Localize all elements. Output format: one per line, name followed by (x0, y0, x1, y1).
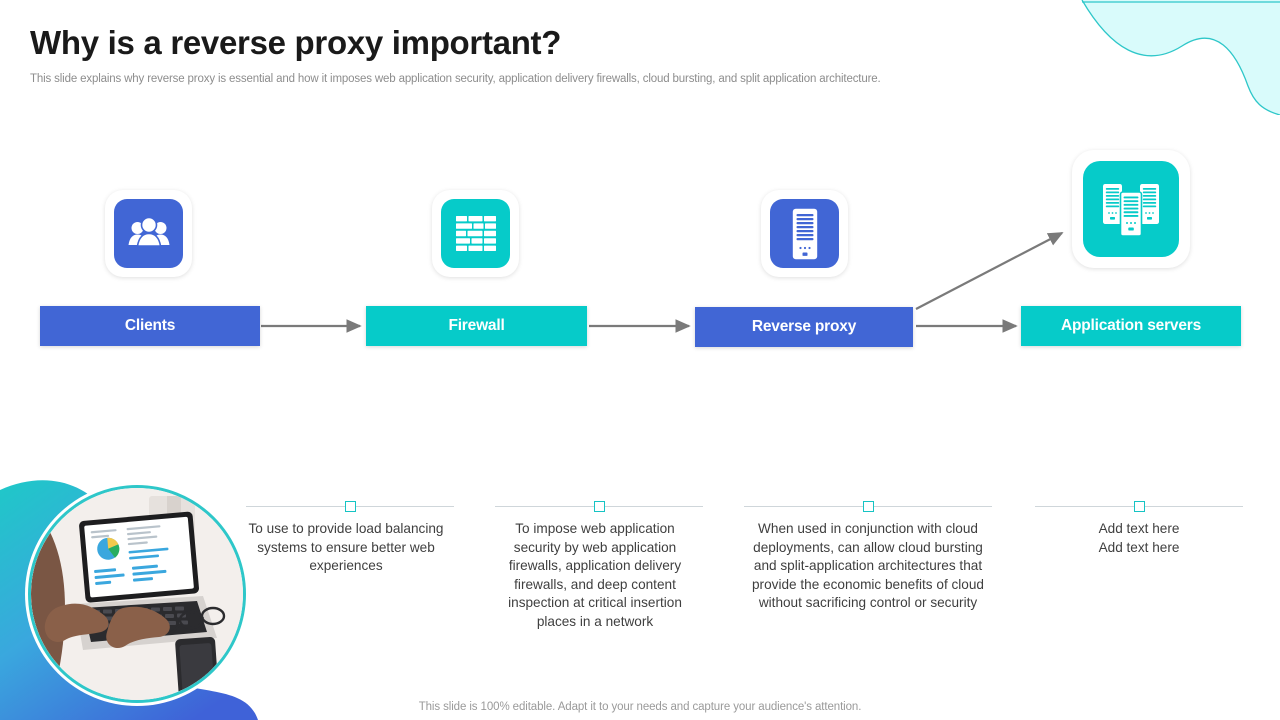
reverse-proxy-icon-tile (770, 199, 839, 268)
person-typing-on-laptop-photo (31, 488, 243, 700)
flow-box-application-servers-label: Application servers (1060, 317, 1202, 334)
node-icon-application-servers (1072, 150, 1190, 268)
flow-box-clients[interactable]: Clients (40, 306, 260, 346)
flow-box-reverse-proxy-label: Reverse proxy (751, 318, 857, 335)
callout-marker-4[interactable] (1134, 501, 1145, 512)
flow-box-firewall-label: Firewall (448, 317, 505, 334)
callout-text-4: Add text here Add text here (1098, 521, 1180, 555)
node-icon-reverse-proxy (761, 190, 848, 277)
page-title: Why is a reverse proxy important? (30, 24, 562, 61)
users-group-icon (128, 216, 169, 247)
flow-box-clients-label: Clients (124, 317, 176, 334)
callout-marker-2[interactable] (594, 501, 605, 512)
flow-box-reverse-proxy[interactable]: Reverse proxy (695, 307, 913, 347)
callout-text-2: To impose web application security by we… (508, 521, 682, 629)
flow-box-firewall[interactable]: Firewall (366, 306, 587, 346)
firewall-icon-tile (441, 199, 510, 268)
callout-marker-3[interactable] (863, 501, 874, 512)
footer-note: This slide is 100% editable. Adapt it to… (418, 701, 862, 713)
application-servers-icon-tile (1083, 161, 1179, 257)
node-icon-clients (105, 190, 192, 277)
callout-text-3: When used in conjunction with cloud depl… (752, 521, 984, 610)
callout-marker-1[interactable] (345, 501, 356, 512)
server-tower-icon (792, 208, 817, 259)
server-stack-icon (1103, 184, 1159, 237)
flow-box-application-servers[interactable]: Application servers (1021, 306, 1241, 346)
brick-wall-icon (455, 215, 496, 251)
flow-diagram: Clients Firewall Reverse proxy Applicati… (40, 150, 1241, 347)
photo-circle (28, 485, 246, 703)
callout-text-1: To use to provide load balancing systems… (248, 521, 444, 573)
page-subtitle: This slide explains why reverse proxy is… (30, 73, 881, 85)
clients-icon-tile (114, 199, 183, 268)
node-icon-firewall (432, 190, 519, 277)
